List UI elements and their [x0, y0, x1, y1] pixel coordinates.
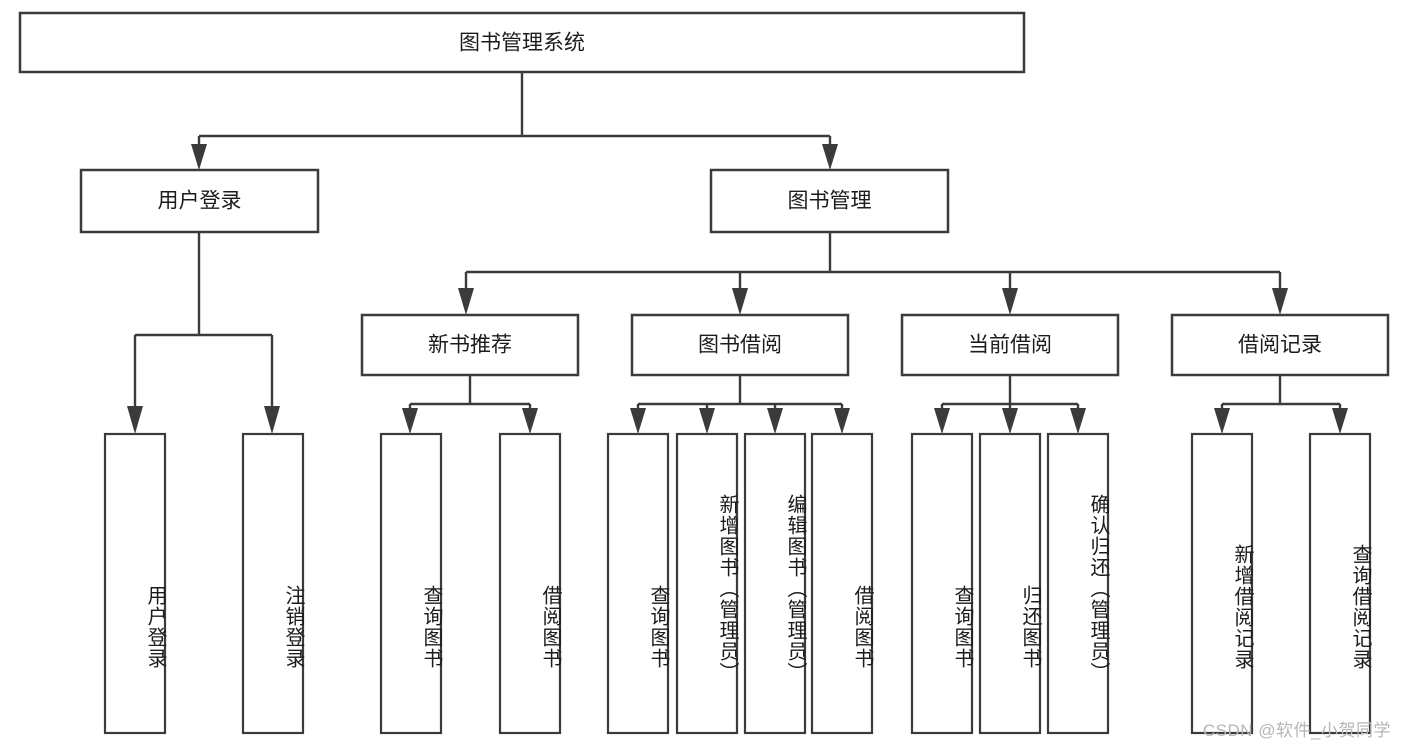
- node-book-borrow[interactable]: 图书借阅: [630, 313, 850, 377]
- arrow-bookmgmt-c2: [732, 288, 748, 315]
- edges-layer: [127, 72, 1348, 434]
- node-book-management-label: 图书管理: [788, 190, 872, 213]
- node-book-management[interactable]: 图书管理: [709, 168, 950, 234]
- leaf-borrow-book-1-box[interactable]: [498, 432, 562, 735]
- arrow-currentborrow-c1: [934, 408, 950, 434]
- arrow-bookborrow-c3: [767, 408, 783, 434]
- node-root-box[interactable]: [18, 11, 1026, 74]
- leaf-query-book-1-box[interactable]: [379, 432, 443, 735]
- leaf-return-book-box[interactable]: [978, 432, 1042, 735]
- arrow-userlogin-c2: [264, 406, 280, 434]
- node-current-borrow[interactable]: 当前借阅: [900, 313, 1120, 377]
- node-new-book-recommend-box[interactable]: [360, 313, 580, 377]
- node-new-book-recommend[interactable]: 新书推荐: [360, 313, 580, 377]
- node-user-login-label: 用户登录: [158, 190, 242, 213]
- leaf-user-login-box[interactable]: [103, 432, 167, 735]
- arrow-newbook-c2: [522, 408, 538, 434]
- node-book-management-box[interactable]: [709, 168, 950, 234]
- arrow-bookborrow-c2: [699, 408, 715, 434]
- node-current-borrow-label: 当前借阅: [968, 334, 1052, 357]
- watermark-text: CSDN @软件_小贺同学: [1202, 721, 1391, 740]
- arrow-bookmgmt-c3: [1002, 288, 1018, 315]
- leaf-logout-login-box[interactable]: [241, 432, 305, 735]
- arrow-newbook-c1: [402, 408, 418, 434]
- node-borrow-record-box[interactable]: [1170, 313, 1390, 377]
- leaf-borrow-book-2-box[interactable]: [810, 432, 874, 735]
- leaf-boxes-layer: [103, 432, 1372, 735]
- arrow-currentborrow-c3: [1070, 408, 1086, 434]
- node-borrow-record-label: 借阅记录: [1238, 334, 1322, 357]
- arrow-userlogin-c1: [127, 406, 143, 434]
- node-new-book-recommend-label: 新书推荐: [428, 334, 512, 357]
- leaf-query-book-2-box[interactable]: [606, 432, 670, 735]
- arrow-borrowrecord-c2: [1332, 408, 1348, 434]
- leaf-add-record-box[interactable]: [1190, 432, 1254, 735]
- arrow-root-to-book-management: [822, 144, 838, 170]
- node-root-label: 图书管理系统: [459, 32, 585, 55]
- node-user-login[interactable]: 用户登录: [79, 168, 320, 234]
- leaf-confirm-return-box[interactable]: [1046, 432, 1110, 735]
- node-root[interactable]: 图书管理系统: [18, 11, 1026, 74]
- arrow-bookborrow-c1: [630, 408, 646, 434]
- node-user-login-box[interactable]: [79, 168, 320, 234]
- node-book-borrow-box[interactable]: [630, 313, 850, 377]
- arrow-bookmgmt-c1: [458, 288, 474, 315]
- node-current-borrow-box[interactable]: [900, 313, 1120, 377]
- leaf-query-book-3-box[interactable]: [910, 432, 974, 735]
- arrow-root-to-user-login: [191, 144, 207, 170]
- leaf-query-record-box[interactable]: [1308, 432, 1372, 735]
- leaf-edit-book-box[interactable]: [743, 432, 807, 735]
- arrow-bookmgmt-c4: [1272, 288, 1288, 315]
- arrow-borrowrecord-c1: [1214, 408, 1230, 434]
- node-book-borrow-label: 图书借阅: [698, 334, 782, 357]
- arrow-currentborrow-c2: [1002, 408, 1018, 434]
- leaf-add-book-box[interactable]: [675, 432, 739, 735]
- node-borrow-record[interactable]: 借阅记录: [1170, 313, 1390, 377]
- arrow-bookborrow-c4: [834, 408, 850, 434]
